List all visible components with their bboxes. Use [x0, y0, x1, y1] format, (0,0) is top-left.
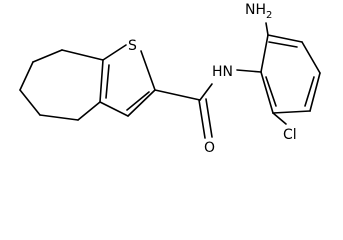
bond: [272, 112, 287, 125]
bond: [61, 49, 104, 61]
bond: [126, 91, 150, 111]
structure-diagram: S O HN NH2 Cl: [19, 2, 321, 155]
bond: [304, 76, 315, 107]
oxygen-label: O: [204, 140, 215, 155]
bond: [39, 114, 79, 121]
amine-nh-text: NH: [245, 2, 266, 18]
bond: [77, 101, 101, 121]
bond: [19, 89, 41, 116]
bond: [265, 76, 277, 107]
bond: [198, 99, 206, 139]
sulfur-label: S: [128, 38, 137, 54]
benzene-ring: [236, 22, 321, 125]
chlorine-label: Cl: [283, 127, 297, 143]
bond: [265, 22, 269, 36]
bond: [19, 61, 34, 91]
bond: [267, 34, 303, 43]
bond: [99, 101, 129, 117]
bond: [102, 44, 127, 61]
amide-group: [154, 83, 213, 139]
bond: [236, 69, 262, 73]
bond: [309, 72, 321, 112]
bond: [260, 71, 274, 114]
thiophene-ring: [99, 44, 156, 117]
bond: [127, 89, 156, 117]
amine-label: NH2: [245, 2, 272, 21]
bond: [99, 59, 104, 103]
bond: [205, 98, 213, 138]
molecule-drawing: S O HN NH2 Cl: [19, 2, 321, 155]
bond: [154, 89, 201, 101]
bond: [260, 34, 269, 73]
bond: [32, 49, 63, 63]
bond: [199, 83, 213, 101]
cycloheptane-ring: [19, 49, 104, 121]
bond: [105, 64, 110, 99]
amide-nh-label: HN: [212, 64, 233, 80]
bond: [301, 41, 321, 74]
bond: [268, 41, 298, 48]
bond: [140, 50, 156, 91]
bond: [272, 110, 311, 114]
amine-subscript: 2: [266, 10, 272, 21]
